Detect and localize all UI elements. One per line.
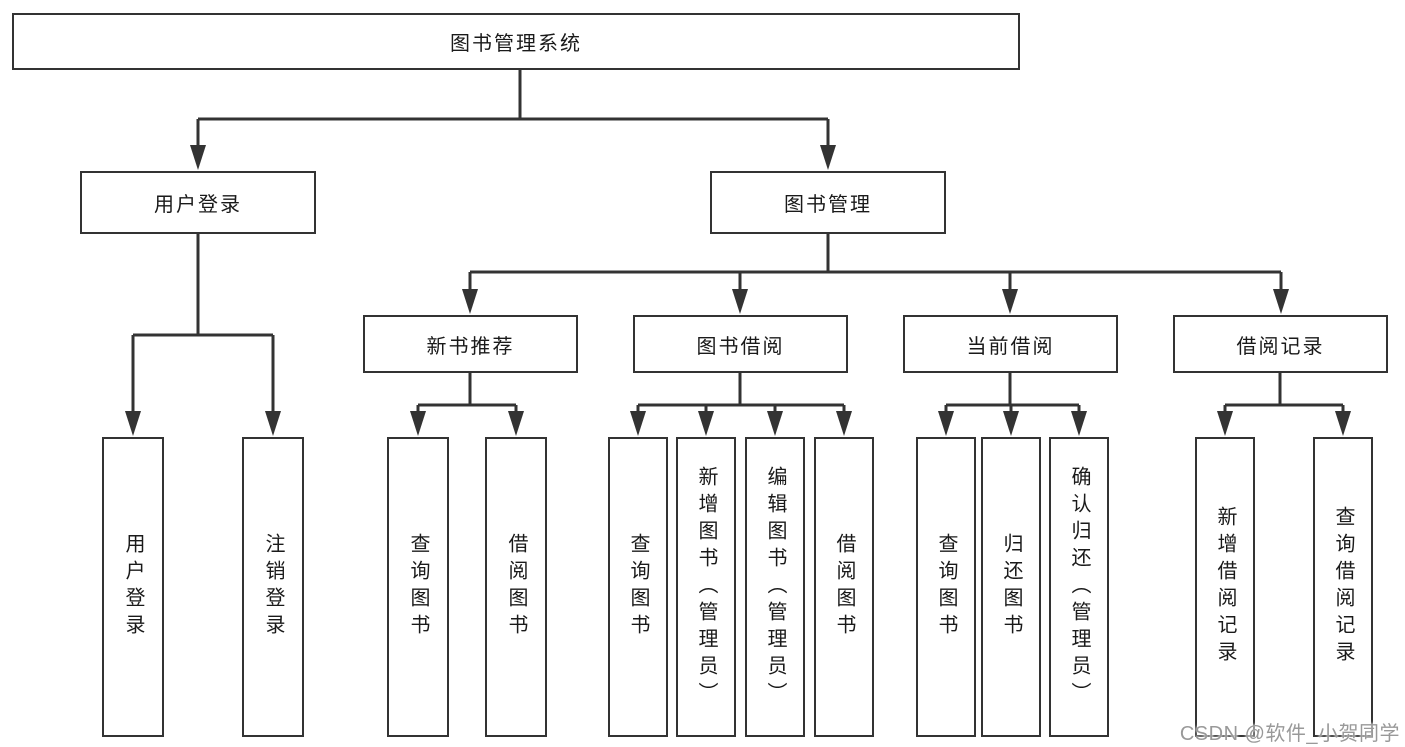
- leaf-bb-borrow-books-label: 借阅图书: [833, 533, 855, 641]
- leaf-bb-add-book-admin-label: 新增图书（管理员）: [695, 465, 717, 709]
- leaf-bb-add-book-admin: 新增图书（管理员）: [676, 437, 736, 737]
- node-current-borrowing: 当前借阅: [903, 315, 1118, 373]
- arrow-down-icon: [1335, 411, 1351, 436]
- leaf-user-login: 用户登录: [102, 437, 164, 737]
- node-borrow-records: 借阅记录: [1173, 315, 1388, 373]
- arrow-down-icon: [125, 411, 141, 436]
- node-book-borrowing: 图书借阅: [633, 315, 848, 373]
- arrow-down-icon: [190, 145, 206, 170]
- arrow-down-icon: [1071, 411, 1087, 436]
- node-root-label: 图书管理系统: [450, 33, 582, 55]
- arrow-down-icon: [410, 411, 426, 436]
- leaf-br-query-record-label: 查询借阅记录: [1332, 506, 1354, 668]
- leaf-bb-query-books-label: 查询图书: [627, 533, 649, 641]
- leaf-cb-return-books: 归还图书: [981, 437, 1041, 737]
- watermark: CSDN @软件_小贺同学: [1179, 723, 1400, 745]
- leaf-logout: 注销登录: [242, 437, 304, 737]
- leaf-cb-query-books: 查询图书: [916, 437, 976, 737]
- edge-root-to-level2: [196, 70, 830, 148]
- arrow-down-icon: [820, 145, 836, 170]
- arrow-down-icon: [1273, 289, 1289, 314]
- node-book-management: 图书管理: [710, 171, 946, 234]
- arrow-down-icon: [938, 411, 954, 436]
- arrow-down-icon: [698, 411, 714, 436]
- arrow-down-icon: [1002, 289, 1018, 314]
- node-root: 图书管理系统: [12, 13, 1020, 70]
- edge-user-login-to-leaves: [131, 234, 275, 414]
- node-current-borrowing-label: 当前借阅: [966, 335, 1055, 358]
- leaf-cb-query-books-label: 查询图书: [935, 533, 957, 641]
- leaf-bb-edit-book-admin: 编辑图书（管理员）: [745, 437, 805, 737]
- leaf-br-query-record: 查询借阅记录: [1313, 437, 1373, 737]
- edge-new-book-to-leaves: [416, 373, 518, 414]
- leaf-bb-edit-book-admin-label: 编辑图书（管理员）: [764, 465, 786, 709]
- leaf-br-add-record-label: 新增借阅记录: [1214, 506, 1236, 668]
- leaf-cb-return-books-label: 归还图书: [1000, 533, 1022, 641]
- arrow-down-icon: [1003, 411, 1019, 436]
- node-new-book-recommend-label: 新书推荐: [426, 335, 515, 358]
- leaf-nbr-borrow-books: 借阅图书: [485, 437, 547, 737]
- leaf-user-login-label: 用户登录: [122, 533, 144, 641]
- edge-book-borrow-to-leaves: [636, 373, 846, 414]
- leaf-logout-label: 注销登录: [262, 533, 284, 641]
- arrow-down-icon: [462, 289, 478, 314]
- arrow-down-icon: [265, 411, 281, 436]
- leaf-nbr-borrow-books-label: 借阅图书: [505, 533, 527, 641]
- connector-paths: [131, 70, 1345, 414]
- edge-borrow-records-to-leaves: [1223, 373, 1345, 414]
- arrow-down-icon: [836, 411, 852, 436]
- leaf-bb-query-books: 查询图书: [608, 437, 668, 737]
- leaf-nbr-query-books-label: 查询图书: [407, 533, 429, 641]
- node-book-management-label: 图书管理: [784, 194, 872, 216]
- leaf-cb-confirm-return-admin-label: 确认归还（管理员）: [1068, 465, 1090, 709]
- node-new-book-recommend: 新书推荐: [363, 315, 578, 373]
- arrow-down-icon: [767, 411, 783, 436]
- arrow-down-icon: [508, 411, 524, 436]
- edge-current-borrow-to-leaves: [944, 373, 1081, 414]
- node-user-login-label: 用户登录: [154, 194, 242, 216]
- arrow-down-icon: [1217, 411, 1233, 436]
- edge-book-mgmt-to-level3: [468, 234, 1283, 292]
- arrow-down-icon: [732, 289, 748, 314]
- arrowheads: [125, 145, 1351, 436]
- node-borrow-records-label: 借阅记录: [1236, 335, 1325, 358]
- leaf-cb-confirm-return-admin: 确认归还（管理员）: [1049, 437, 1109, 737]
- leaf-br-add-record: 新增借阅记录: [1195, 437, 1255, 737]
- leaf-bb-borrow-books: 借阅图书: [814, 437, 874, 737]
- leaf-nbr-query-books: 查询图书: [387, 437, 449, 737]
- arrow-down-icon: [630, 411, 646, 436]
- node-book-borrowing-label: 图书借阅: [696, 335, 785, 358]
- node-user-login: 用户登录: [80, 171, 316, 234]
